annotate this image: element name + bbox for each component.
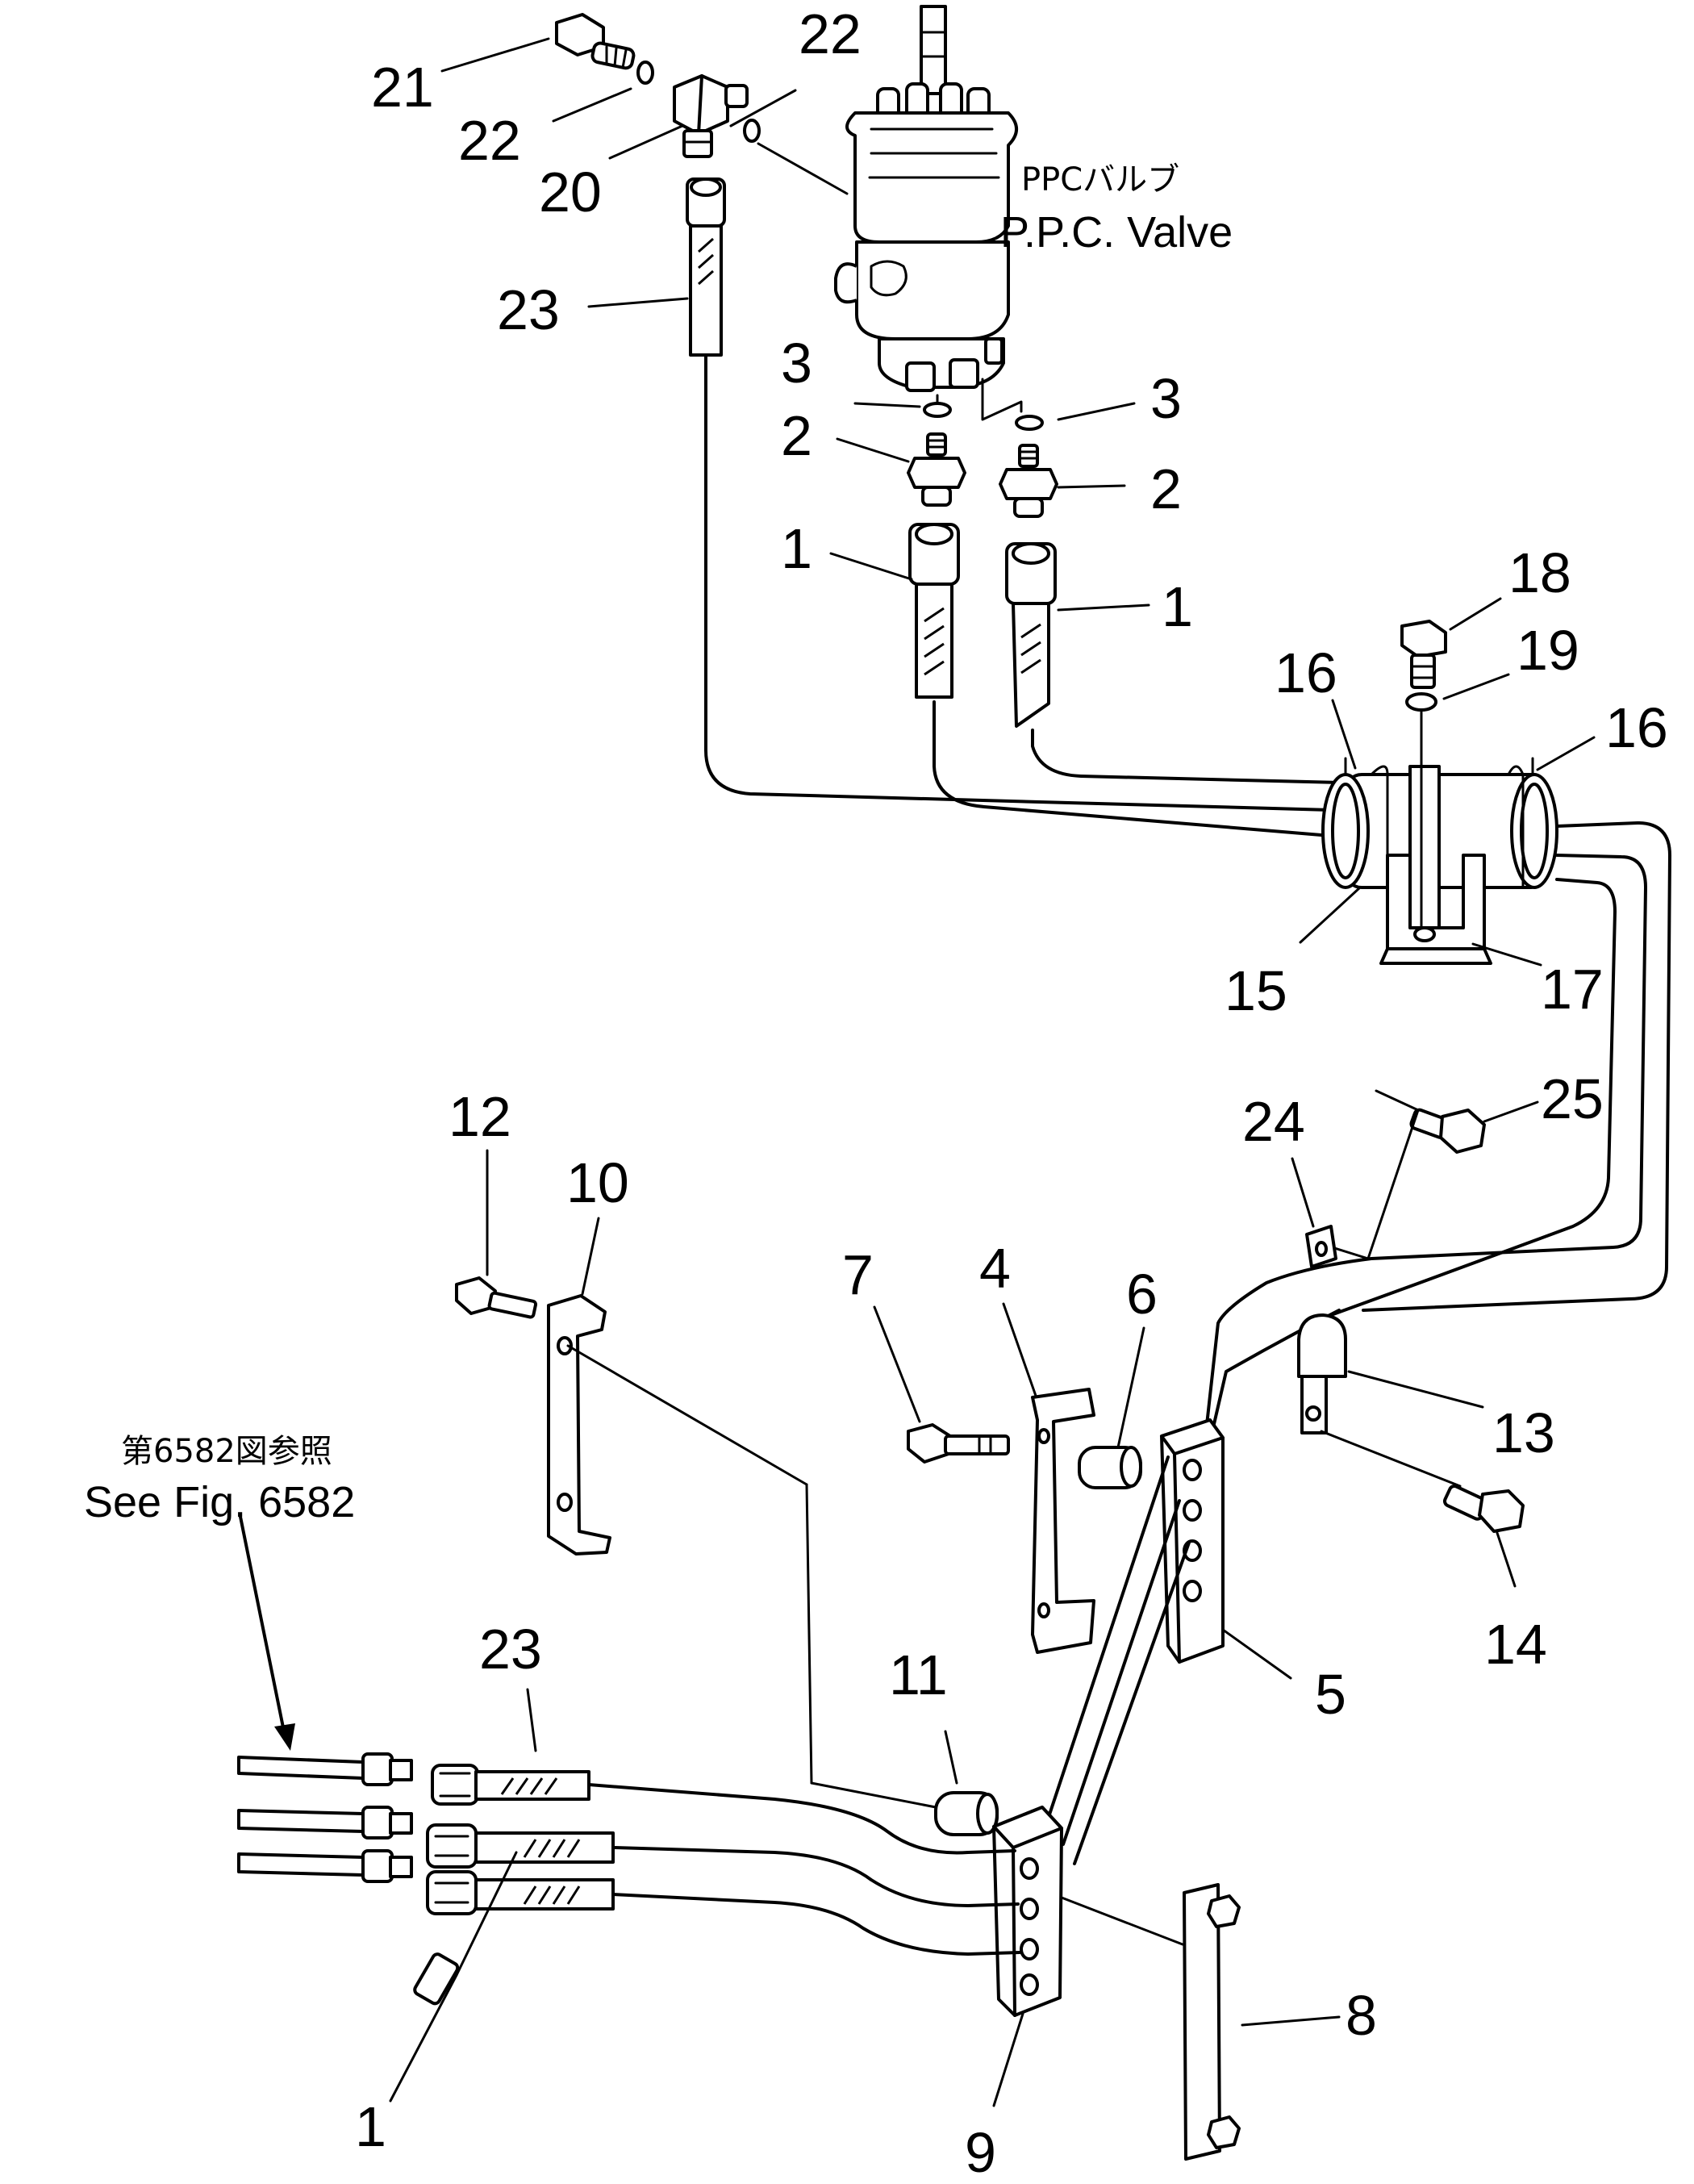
hose-1-right	[1005, 542, 1057, 728]
valve-label-en: P.P.C. Valve	[1000, 208, 1233, 257]
callout-10: 10	[566, 1151, 629, 1214]
callout-19: 19	[1517, 619, 1579, 682]
plate-24	[1305, 1225, 1337, 1268]
bracket-10	[547, 1294, 611, 1556]
callout-11: 11	[889, 1643, 948, 1706]
o-ring-3-right	[1015, 415, 1044, 431]
ppc-valve	[834, 5, 1018, 392]
callout-18: 18	[1508, 541, 1571, 604]
leader-10-11-b	[805, 1483, 813, 1785]
reference-arrow	[239, 1515, 295, 1751]
leader-25-24	[1315, 1089, 1420, 1260]
callout-7: 7	[842, 1243, 874, 1306]
callout-14: 14	[1484, 1613, 1547, 1676]
callout-20: 20	[539, 161, 602, 223]
hose-routes-lower	[1047, 1455, 1191, 1865]
callout-24: 24	[1242, 1090, 1305, 1153]
o-ring-22	[636, 61, 654, 85]
leader-valve-port	[981, 378, 1023, 421]
callout-4: 4	[979, 1237, 1011, 1300]
plate-8	[1183, 1883, 1241, 2161]
callout-22-upper: 22	[799, 2, 862, 65]
callout-12: 12	[449, 1085, 511, 1148]
adapter-2-left	[907, 432, 966, 507]
o-ring-22-upper	[743, 119, 761, 143]
callout-5: 5	[1315, 1663, 1346, 1726]
adapter-2-right	[999, 444, 1058, 518]
reference-label-jp: 第6582図参照	[121, 1433, 332, 1470]
callout-23: 23	[497, 278, 560, 341]
bolt-7	[907, 1423, 1010, 1464]
block-5	[1160, 1418, 1225, 1664]
o-ring-3-left	[923, 402, 952, 418]
washer-19	[1405, 692, 1437, 712]
callout-2-left: 2	[781, 404, 812, 467]
bolt-12	[455, 1276, 538, 1319]
hose-23-lower	[431, 1764, 590, 1806]
callout-1-lower: 1	[355, 2095, 386, 2158]
callout-15: 15	[1225, 959, 1287, 1022]
leader-9-8	[1060, 1896, 1184, 1946]
hose-routes-bottom	[587, 1783, 1021, 1956]
callout-3-left: 3	[781, 332, 812, 395]
callout-13: 13	[1492, 1401, 1555, 1464]
clip-13	[1297, 1313, 1347, 1434]
collar-11	[934, 1791, 999, 1836]
callout-16-left: 16	[1275, 641, 1337, 704]
valve-label-jp: PPCバルブ	[1021, 161, 1179, 198]
callout-2-right: 2	[1150, 457, 1182, 520]
callout-16-right: 16	[1605, 696, 1668, 759]
hose-1-lower-b	[426, 1870, 615, 1915]
leader-22-valve	[757, 142, 849, 195]
callout-17: 17	[1541, 958, 1604, 1021]
bolt-14	[1442, 1484, 1525, 1533]
bolt-18	[1400, 620, 1447, 689]
leader-10-11	[566, 1344, 808, 1486]
elbow-fitting-20	[673, 74, 749, 158]
bolt-21	[555, 13, 636, 70]
hose-1-left	[908, 523, 960, 699]
callout-9: 9	[965, 2121, 996, 2184]
callout-8: 8	[1346, 1984, 1377, 2047]
callout-6: 6	[1126, 1263, 1158, 1326]
leader-10-11-c	[810, 1781, 937, 1809]
leader-lines	[389, 37, 1596, 2107]
collar-6	[1078, 1446, 1142, 1489]
callout-22: 22	[458, 109, 521, 172]
hose-1-sleeve	[413, 1952, 460, 2006]
hose-23-upper	[686, 177, 726, 357]
block-9	[992, 1806, 1063, 2017]
callout-23-lower: 23	[479, 1618, 542, 1681]
bracket-17	[1379, 765, 1492, 965]
hose-routes	[704, 353, 1671, 1478]
hose-1-lower-a	[426, 1823, 615, 1869]
callout-3-right: 3	[1150, 367, 1182, 430]
callout-1-left: 1	[781, 517, 812, 580]
callout-21: 21	[371, 56, 434, 119]
reference-hoses	[237, 1752, 413, 1883]
callout-1-right: 1	[1162, 575, 1193, 638]
reference-label-en: See Fig. 6582	[84, 1478, 355, 1526]
bracket-4	[1031, 1388, 1095, 1654]
leader-clip-bolt	[1320, 1430, 1462, 1488]
bolt-25	[1409, 1108, 1486, 1154]
callout-25: 25	[1541, 1067, 1604, 1130]
